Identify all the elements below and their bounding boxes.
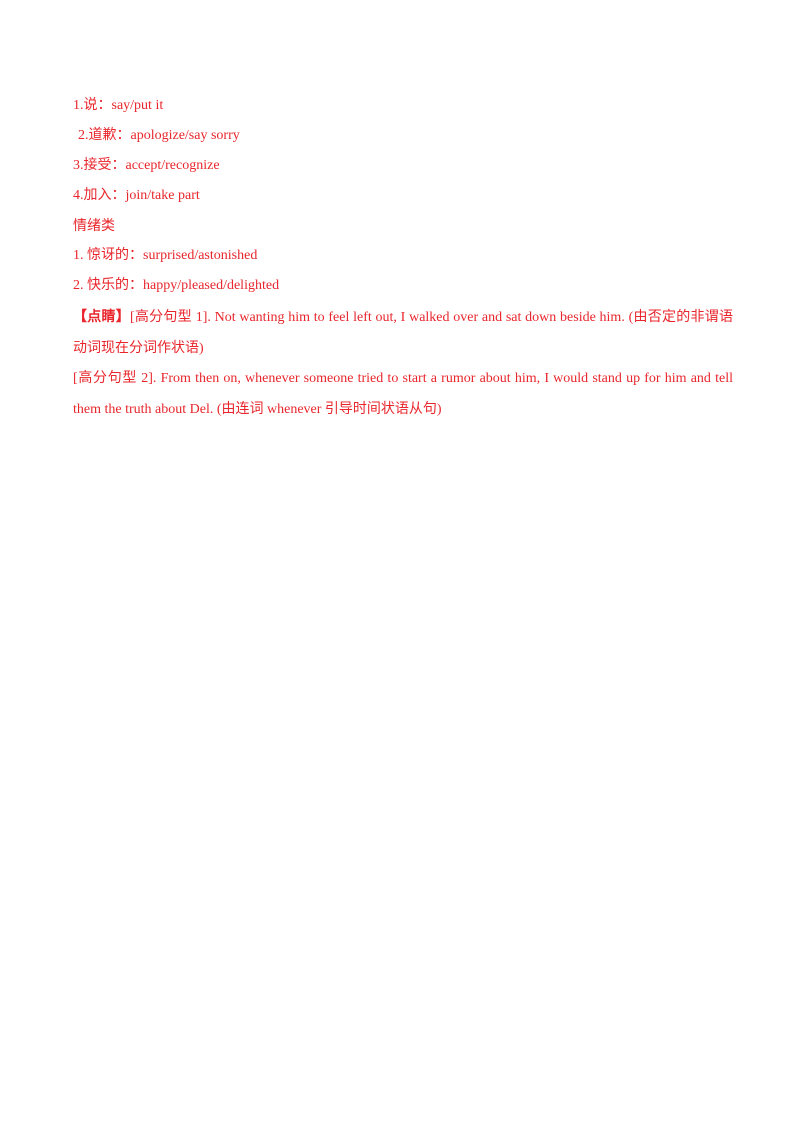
vocab-line-surprised: 1. 惊讶的：surprised/astonished xyxy=(73,248,258,263)
tip-sentence-2: [高分句型 2]. From then on, whenever someone… xyxy=(73,371,733,417)
vocab-line-apologize: 2.道歉：apologize/say sorry xyxy=(78,128,240,143)
section-heading-emotions: 情绪类 xyxy=(73,219,115,234)
tip-sentence-1: [高分句型 1]. Not wanting him to feel left o… xyxy=(73,310,734,356)
vocab-line-accept: 3.接受：accept/recognize xyxy=(73,158,220,173)
tip-paragraph-1: 【点睛】[高分句型 1]. Not wanting him to feel le… xyxy=(73,302,733,364)
tip-paragraph-2: [高分句型 2]. From then on, whenever someone… xyxy=(73,363,733,425)
vocab-line-join: 4.加入：join/take part xyxy=(73,188,200,203)
vocab-line-happy: 2. 快乐的：happy/pleased/delighted xyxy=(73,278,280,293)
vocab-line-say: 1.说：say/put it xyxy=(73,98,164,113)
tip-label: 【点睛】 xyxy=(73,310,131,325)
